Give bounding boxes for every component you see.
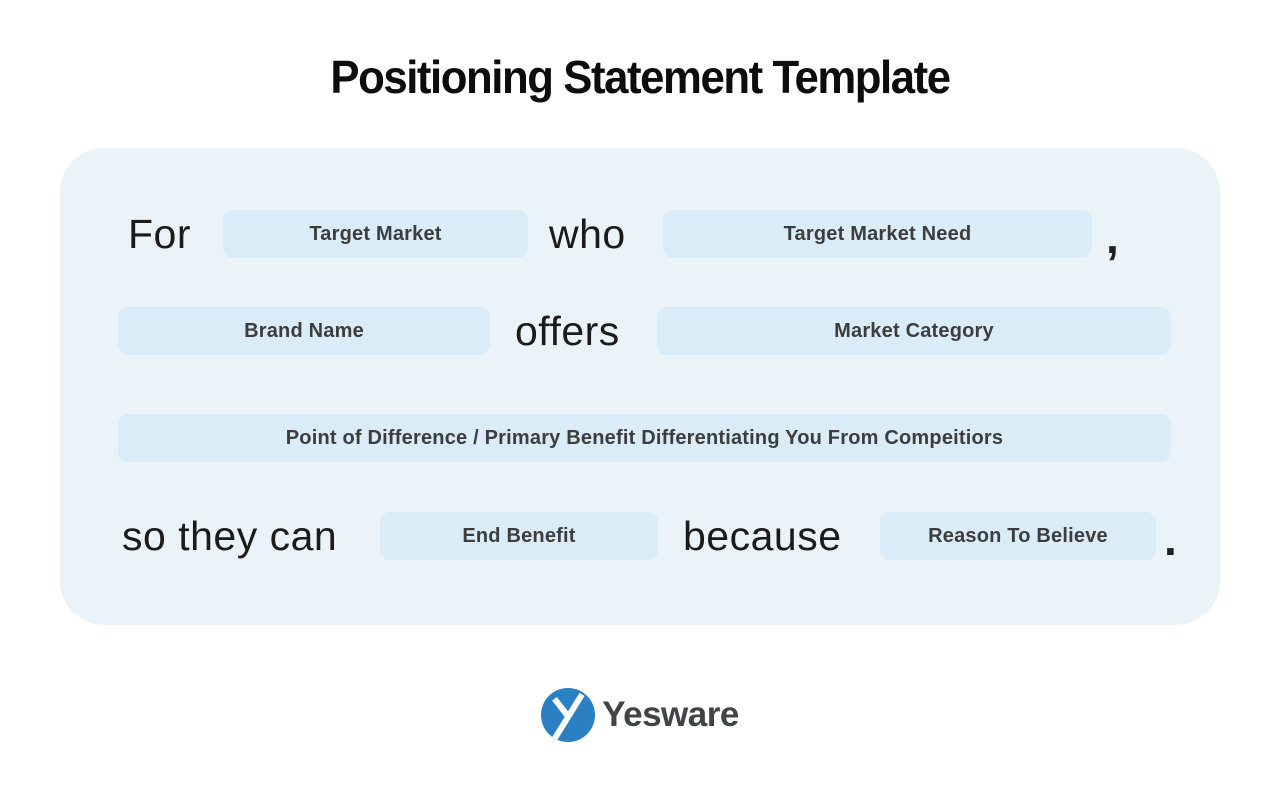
blank-point-of-difference-label: Point of Difference / Primary Benefit Di…: [285, 426, 1004, 449]
blank-point-of-difference: Point of Difference / Primary Benefit Di…: [118, 414, 1171, 462]
blank-target-market-need-label: Target Market Need: [783, 222, 972, 245]
word-so-they-can: so they can: [122, 513, 338, 559]
page-title: Positioning Statement Template: [330, 51, 951, 103]
blank-brand-name: Brand Name: [118, 307, 490, 355]
word-who: who: [549, 211, 626, 257]
blank-market-category: Market Category: [657, 307, 1171, 355]
blank-end-benefit: End Benefit: [380, 512, 658, 560]
word-for: For: [128, 211, 191, 257]
blank-reason-to-believe-label: Reason To Believe: [928, 524, 1108, 547]
blank-market-category-label: Market Category: [834, 319, 994, 342]
blank-reason-to-believe: Reason To Believe: [880, 512, 1156, 560]
brand-footer: Yesware: [0, 686, 1280, 744]
blank-target-market-label: Target Market: [309, 222, 442, 245]
yesware-logo-icon: [541, 688, 596, 742]
word-because: because: [683, 513, 842, 559]
period-punctuation: .: [1164, 513, 1177, 565]
blank-brand-name-label: Brand Name: [244, 319, 364, 342]
blank-target-market: Target Market: [223, 210, 528, 258]
yesware-wordmark: Yesware: [602, 695, 739, 734]
comma-punctuation: ,: [1106, 211, 1119, 263]
template-panel: For Target Market who Target Market Need…: [60, 148, 1220, 625]
blank-target-market-need: Target Market Need: [663, 210, 1092, 258]
word-offers: offers: [515, 308, 620, 354]
blank-end-benefit-label: End Benefit: [462, 524, 576, 547]
